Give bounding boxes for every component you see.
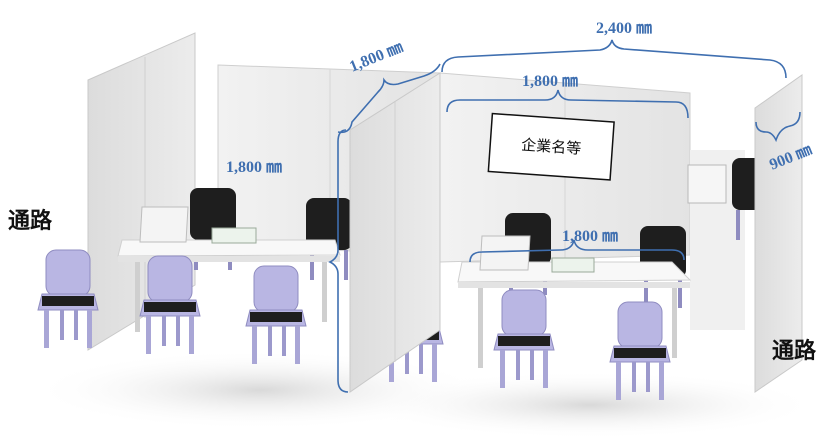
aisle-label-left: 通路 — [8, 208, 53, 234]
company-sign-text: 企業名等 — [521, 136, 582, 158]
dimension-brace-1800-depth — [337, 63, 441, 134]
left-table-leg — [322, 262, 327, 322]
right-booth: 企業名等 — [349, 72, 803, 401]
chair — [139, 255, 201, 355]
dimension-label-left-depth: 1,800 ㎜ — [347, 39, 405, 76]
company-sign-board — [487, 112, 615, 181]
projector — [551, 257, 595, 273]
left-table-top — [117, 239, 341, 257]
company-sign: 企業名等 — [487, 112, 615, 181]
projector — [211, 227, 257, 244]
left-table-leg — [135, 262, 140, 332]
dimension-label-panel-height: 1,800 ㎜ — [226, 159, 282, 176]
dimension-brace-2400 — [441, 39, 787, 79]
right-table-leg — [478, 288, 483, 368]
dimension-lines — [328, 39, 801, 393]
laptop — [479, 235, 531, 271]
laptop — [139, 206, 189, 243]
chair — [37, 249, 99, 349]
far-laptop — [687, 164, 727, 204]
dimension-brace-table — [469, 239, 685, 263]
right-table-leg — [672, 288, 677, 358]
floor-shadow-right — [360, 371, 820, 439]
aisle-label-right: 通路 — [772, 338, 817, 364]
dimension-brace-900 — [755, 111, 801, 143]
dimension-brace-1800-inner — [446, 89, 689, 119]
left-table-edge — [118, 256, 340, 262]
dimension-label-table-width: 1,800 ㎜ — [562, 228, 618, 245]
right-side-panel — [754, 74, 803, 393]
dimension-label-top-width: 2,400 ㎜ — [596, 20, 652, 37]
right-table-edge — [458, 282, 690, 288]
chair-back-row — [306, 198, 352, 280]
dimension-brace-height — [328, 129, 349, 393]
dimension-label-inner-width: 1,800 ㎜ — [522, 73, 578, 90]
chair — [245, 265, 307, 365]
